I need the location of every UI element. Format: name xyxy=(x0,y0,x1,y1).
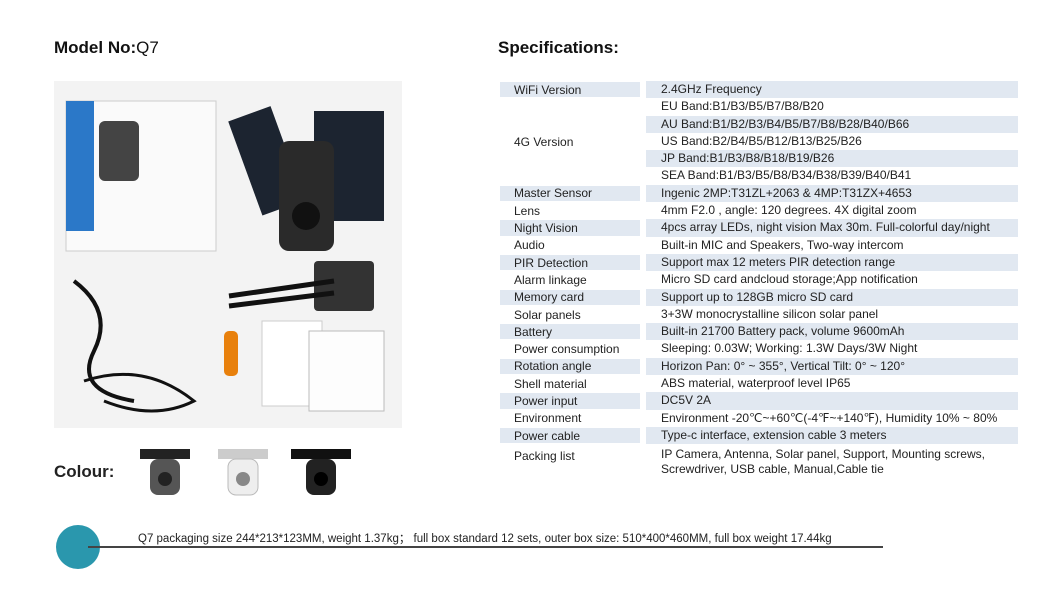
spec-row: PIR Detection Support max 12 meters PIR d… xyxy=(500,253,1018,272)
colour-option-black-white xyxy=(140,449,190,495)
spec-values: 4pcs array LEDs, night vision Max 30m. F… xyxy=(646,219,1018,237)
model-value: Q7 xyxy=(136,38,159,57)
spec-value: Built-in MIC and Speakers, Two-way inter… xyxy=(661,237,904,252)
spec-label: Lens xyxy=(514,203,541,218)
spec-label: Battery xyxy=(500,324,640,340)
colour-label: Colour: xyxy=(54,462,115,481)
spec-values: Support up to 128GB micro SD card xyxy=(646,288,1018,306)
spec-row: Night Vision 4pcs array LEDs, night visio… xyxy=(500,219,1018,237)
spec-value: Screwdriver, USB cable, Manual,Cable tie xyxy=(661,462,884,477)
spec-value: Built-in 21700 Battery pack, volume 9600… xyxy=(646,323,1018,341)
spec-value: 4pcs array LEDs, night vision Max 30m. F… xyxy=(646,219,1018,237)
spec-value: Support max 12 meters PIR detection rang… xyxy=(646,253,1018,272)
spec-values: 4mm F2.0 , angle: 120 degrees. 4X digita… xyxy=(646,202,1018,219)
spec-row: Solar panels 3+3W monocrystalline silicon… xyxy=(500,306,1018,323)
spec-values: Environment -20℃~+60℃(-4℉~+140℉), Humidi… xyxy=(646,410,1018,427)
spec-row: Power input DC5V 2A xyxy=(500,392,1018,410)
spec-row: Packing list IP Camera, Antenna, Solar pa… xyxy=(500,447,1018,482)
spec-value: 2.4GHz Frequency xyxy=(646,81,1018,99)
spec-row: Master Sensor Ingenic 2MP:T31ZL+2063 & 4M… xyxy=(500,184,1018,203)
spec-label: Power consumption xyxy=(514,342,620,357)
spec-value: EU Band:B1/B3/B5/B7/B8/B20 xyxy=(661,99,824,114)
spec-value: US Band:B2/B4/B5/B12/B13/B25/B26 xyxy=(661,133,862,148)
spec-label: Solar panels xyxy=(514,307,581,322)
spec-values: 3+3W monocrystalline silicon solar panel xyxy=(646,306,1018,323)
spec-label: Night Vision xyxy=(500,220,640,236)
spec-label: Master Sensor xyxy=(500,185,640,202)
spec-row: Lens 4mm F2.0 , angle: 120 degrees. 4X di… xyxy=(500,202,1018,219)
spec-values: Horizon Pan: 0° ~ 355°, Vertical Tilt: 0… xyxy=(646,357,1018,376)
spec-label: Memory card xyxy=(500,289,640,305)
spec-value: 4mm F2.0 , angle: 120 degrees. 4X digita… xyxy=(661,203,917,218)
spec-values: ABS material, waterproof level IP65 xyxy=(646,375,1018,392)
spec-row: WiFi Version 2.4GHz Frequency xyxy=(500,81,1018,99)
colour-option-white xyxy=(218,449,268,496)
spec-values: Built-in MIC and Speakers, Two-way inter… xyxy=(646,237,1018,254)
spec-row: Alarm linkage Micro SD card andcloud stor… xyxy=(500,271,1018,288)
spec-row: Audio Built-in MIC and Speakers, Two-way … xyxy=(500,237,1018,254)
spec-value: IP Camera, Antenna, Solar panel, Support… xyxy=(661,447,985,462)
spec-label: Power input xyxy=(500,393,640,409)
spec-value: ABS material, waterproof level IP65 xyxy=(661,376,851,391)
spec-value: Environment -20℃~+60℃(-4℉~+140℉), Humidi… xyxy=(661,410,998,425)
model-label: Model No: xyxy=(54,38,137,57)
spec-row: Power cable Type-c interface, extension c… xyxy=(500,426,1018,445)
spec-value: Ingenic 2MP:T31ZL+2063 & 4MP:T31ZX+4653 xyxy=(646,184,1018,203)
colour-option-black xyxy=(291,449,351,495)
model-number: Model No:Q7 xyxy=(54,38,159,58)
spec-label: 4G Version xyxy=(514,134,574,149)
spec-row: Environment Environment -20℃~+60℃(-4℉~+14… xyxy=(500,410,1018,427)
spec-label: Environment xyxy=(514,411,582,426)
spec-values: 2.4GHz Frequency xyxy=(646,81,1018,99)
spec-value: JP Band:B1/B3/B8/B18/B19/B26 xyxy=(646,150,1018,168)
spec-value: Support up to 128GB micro SD card xyxy=(646,288,1018,306)
spec-value: Micro SD card andcloud storage;App notif… xyxy=(661,272,918,287)
spec-values: Micro SD card andcloud storage;App notif… xyxy=(646,271,1018,288)
specifications-title: Specifications: xyxy=(498,38,619,57)
spec-values: IP Camera, Antenna, Solar panel, Support… xyxy=(646,447,1018,482)
spec-row: Rotation angle Horizon Pan: 0° ~ 355°, Ve… xyxy=(500,357,1018,376)
spec-label: Shell material xyxy=(514,376,587,391)
spec-label: Rotation angle xyxy=(500,358,640,375)
spec-row: Shell material ABS material, waterproof l… xyxy=(500,375,1018,392)
spec-values: Sleeping: 0.03W; Working: 1.3W Days/3W N… xyxy=(646,340,1018,357)
spec-value: SEA Band:B1/B3/B5/B8/B34/B38/B39/B40/B41 xyxy=(661,168,912,183)
spec-value: Sleeping: 0.03W; Working: 1.3W Days/3W N… xyxy=(661,341,918,356)
spec-label: WiFi Version xyxy=(500,82,640,98)
spec-label: Power cable xyxy=(500,427,640,444)
product-package-photo xyxy=(54,81,402,428)
spec-values: DC5V 2A xyxy=(646,392,1018,410)
spec-value: 3+3W monocrystalline silicon solar panel xyxy=(661,306,879,321)
spec-label: PIR Detection xyxy=(500,254,640,271)
divider xyxy=(88,546,883,548)
spec-row: Battery Built-in 21700 Battery pack, volu… xyxy=(500,323,1018,341)
spec-value: Horizon Pan: 0° ~ 355°, Vertical Tilt: 0… xyxy=(646,357,1018,376)
spec-label: Audio xyxy=(514,238,545,253)
spec-label: Packing list xyxy=(514,449,575,464)
packaging-info: Q7 packaging size 244*213*123MM, weight … xyxy=(138,533,832,545)
spec-values: Ingenic 2MP:T31ZL+2063 & 4MP:T31ZX+4653 xyxy=(646,184,1018,203)
spec-values: Built-in 21700 Battery pack, volume 9600… xyxy=(646,323,1018,341)
spec-values: Support max 12 meters PIR detection rang… xyxy=(646,253,1018,272)
spec-value: AU Band:B1/B2/B3/B4/B5/B7/B8/B28/B40/B66 xyxy=(646,115,1018,133)
spec-values: Type-c interface, extension cable 3 mete… xyxy=(646,426,1018,445)
spec-value: DC5V 2A xyxy=(646,392,1018,410)
spec-value: Type-c interface, extension cable 3 mete… xyxy=(646,426,1018,445)
spec-row: Memory card Support up to 128GB micro SD … xyxy=(500,288,1018,306)
spec-row: Power consumption Sleeping: 0.03W; Workin… xyxy=(500,340,1018,357)
specifications-table: WiFi Version 2.4GHz Frequency 4G Version EU… xyxy=(500,81,1018,482)
spec-label: Alarm linkage xyxy=(514,272,587,287)
